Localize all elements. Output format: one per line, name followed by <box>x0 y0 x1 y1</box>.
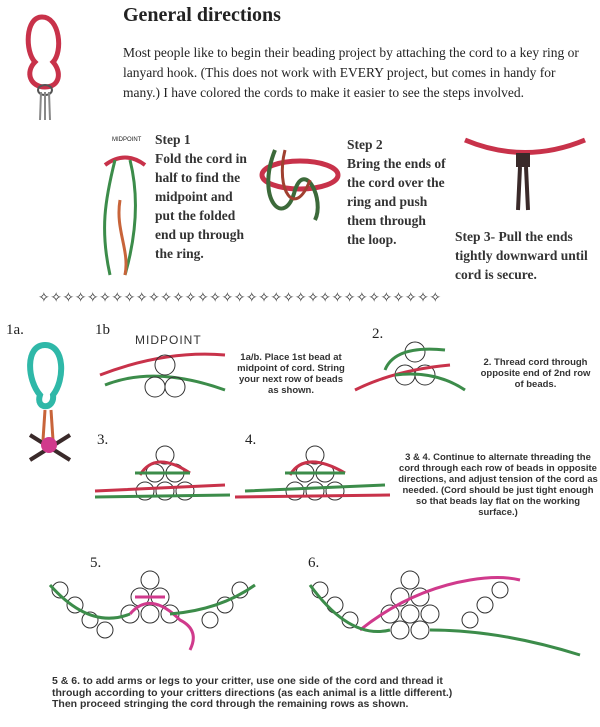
figure-3-illustration <box>94 445 231 501</box>
key-ring-illustration <box>25 14 62 121</box>
step3-text: Step 3- Pull the ends tightly downward u… <box>455 229 588 282</box>
intro-paragraph: Most people like to begin their beading … <box>123 45 579 100</box>
caption-2: 2. Thread cord through opposite end of 2… <box>480 357 591 390</box>
figure-5-illustration <box>48 570 256 651</box>
midpoint-label: MIDPOINT <box>135 333 202 347</box>
caption-3-4: 3 & 4. Continue to alternate threading t… <box>398 452 598 518</box>
figure-3-label: 3. <box>97 432 109 448</box>
figure-1b-illustration <box>99 352 226 398</box>
figure-2-label: 2. <box>372 326 384 342</box>
figure-6-label: 6. <box>308 555 320 571</box>
figure-1b-label: 1b <box>95 322 110 338</box>
figure-1a-label: 1a. <box>6 322 24 338</box>
figure-4-illustration <box>234 445 391 501</box>
figure-1a-illustration <box>27 341 72 462</box>
caption-1ab: 1a/b. Place 1st bead at midpoint of cord… <box>237 352 345 396</box>
figure-5-label: 5. <box>90 555 102 571</box>
step2: Step 2 Bring the ends of the cord over t… <box>347 135 447 249</box>
step2-illustration <box>259 149 341 221</box>
midpoint-label-small: MIDPOINT <box>112 137 142 143</box>
page-title: General directions <box>123 4 281 26</box>
step2-heading: Step 2 <box>347 137 383 152</box>
step1: Step 1 Fold the cord in half to find the… <box>155 130 255 263</box>
figure-4-label: 4. <box>245 432 257 448</box>
step1-heading: Step 1 <box>155 132 191 147</box>
caption-5-6: 5 & 6. to add arms or legs to your critt… <box>52 675 453 710</box>
step3-illustration <box>464 137 586 211</box>
step1-text: Fold the cord in half to find the midpoi… <box>155 151 247 261</box>
step1-illustration <box>103 155 147 276</box>
step2-text: Bring the ends of the cord over the ring… <box>347 156 446 247</box>
figure-6-illustration <box>308 570 581 657</box>
divider: ✧✧✧✧✧✧✧✧✧✧✧✧✧✧✧✧✧✧✧✧✧✧✧✧✧✧✧✧✧✧✧✧✧ <box>38 291 442 306</box>
figure-2-illustration <box>354 341 466 392</box>
